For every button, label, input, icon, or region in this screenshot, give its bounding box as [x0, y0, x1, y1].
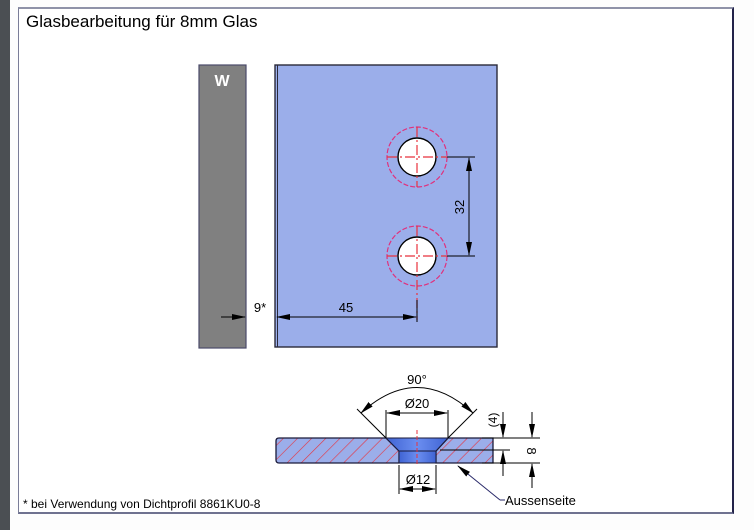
wall-body [198, 64, 247, 349]
countersink-diameter-label: Ø20 [405, 396, 430, 411]
dimension-edge-distance: 45 [276, 300, 418, 322]
glass-section-left [275, 437, 400, 464]
dimension-hole-spacing: 32 [447, 156, 475, 257]
dimension-label-9: 9* [254, 300, 266, 315]
countersink-depth-label: (4) [486, 413, 500, 428]
angle-label: 90° [407, 372, 427, 387]
hole-top [386, 126, 448, 188]
wall-label: W [214, 73, 230, 90]
page-title: Glasbearbeitung für 8mm Glas [26, 12, 258, 31]
dimension-gap: 9* [221, 300, 266, 320]
dimension-label-45: 45 [339, 300, 353, 315]
glass-panel [274, 64, 498, 348]
section-view: 90° Ø20 Ø12 (4) 8 Aussenseite [275, 372, 576, 508]
wall: W [198, 64, 247, 349]
outside-label: Aussenseite [505, 493, 576, 508]
glass-body [274, 64, 498, 348]
footnote: * bei Verwendung von Dichtprofil 8861KU0… [23, 497, 261, 511]
hole-diameter-label: Ø12 [406, 472, 431, 487]
dimension-label-32: 32 [452, 200, 467, 214]
window-edge-strip [0, 0, 10, 530]
glass-thickness-label: 8 [524, 447, 539, 454]
